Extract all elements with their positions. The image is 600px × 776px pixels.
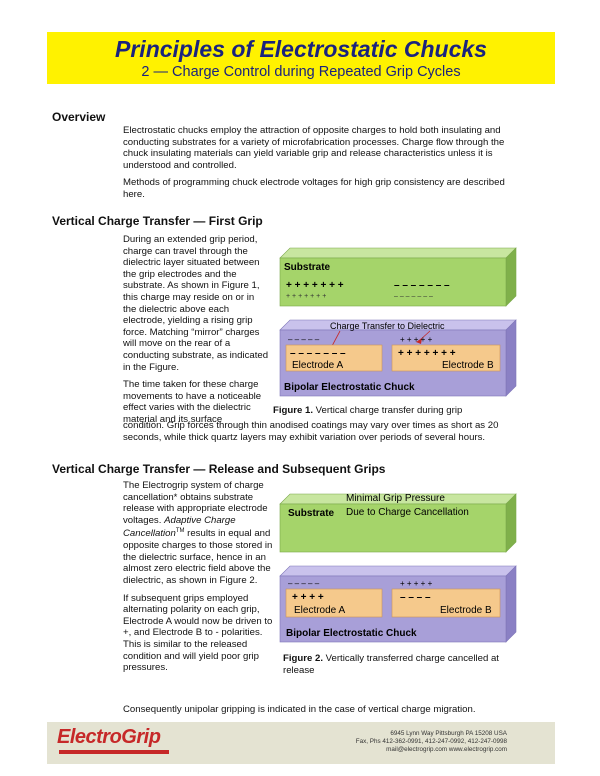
fig1-electrode-b-charges: + + + + + + +	[398, 348, 456, 359]
fig1-sub-minus-row: – – – – – – –	[394, 280, 450, 291]
fig1-substrate-side	[505, 247, 517, 307]
fig1-arrowhead-b	[416, 338, 422, 344]
figure-1-caption: Figure 1. Vertical charge transfer durin…	[273, 405, 533, 417]
section2-text: The Electrogrip system of charge cancell…	[123, 480, 273, 680]
section1-heading: Vertical Charge Transfer — First Grip	[52, 214, 263, 228]
section2-para-1: The Electrogrip system of charge cancell…	[123, 480, 273, 587]
section2-para-1-emph: Adaptive Charge Cancellation	[123, 514, 236, 540]
page-title: Principles of Electrostatic Chucks	[115, 36, 487, 62]
fig2-annotation-1: Minimal Grip Pressure	[346, 493, 445, 504]
overview-para-2: Methods of programming chuck electrode v…	[123, 177, 505, 200]
section2-para-2: If subsequent grips employed alternating…	[123, 592, 273, 674]
footer-address: 6945 Lynn Way Pittsburgh PA 15208 USA Fa…	[356, 730, 507, 754]
fig1-substrate-top	[279, 247, 517, 259]
fig1-sub-plus-small: + + + + + + +	[286, 293, 326, 300]
fig2-diel-plus: + + + + +	[400, 579, 433, 588]
fig1-sub-plus-row: + + + + + + +	[286, 280, 344, 291]
fig1-chuck-side	[505, 319, 517, 397]
fig2-chuck-side	[505, 565, 517, 643]
fig2-electrode-a-label: Electrode A	[294, 605, 345, 616]
fig1-electrode-a-label: Electrode A	[292, 360, 343, 371]
figure-1-caption-label: Figure 1.	[273, 405, 313, 416]
fig1-chuck-label: Bipolar Electrostatic Chuck	[284, 382, 415, 393]
fig1-sub-minus-small: – – – – – – –	[394, 293, 433, 300]
fig2-chuck-top	[279, 565, 517, 577]
electrogrip-logo: ElectroGrip	[57, 726, 161, 748]
section1-text: During an extended grip period, charge c…	[123, 234, 269, 432]
section2-para-1b: results in equal and opposite charges to…	[123, 528, 273, 586]
section1-para-1: During an extended grip period, charge c…	[123, 234, 269, 373]
fig1-diel-minus: – – – – –	[288, 335, 320, 344]
fig2-annotation-2: Due to Charge Cancellation	[346, 507, 469, 518]
section2-heading: Vertical Charge Transfer — Release and S…	[52, 462, 386, 476]
fig1-electrode-b	[391, 344, 501, 372]
figure-1-caption-text: Vertical charge transfer during grip	[315, 405, 463, 416]
figure-2-caption-text: Vertically transferred charge cancelled …	[283, 653, 499, 676]
fig1-annotation: Charge Transfer to Dielectric	[330, 321, 445, 331]
fig2-electrode-b-label: Electrode B	[440, 605, 492, 616]
fig1-diel-plus: + + + + +	[400, 335, 433, 344]
fig2-electrode-a	[285, 588, 383, 618]
fig2-diel-minus: – – – – –	[288, 579, 320, 588]
fig1-electrode-a	[285, 344, 383, 372]
fig1-electrode-a-charges: – – – – – – –	[290, 348, 346, 359]
page-subtitle: 2 — Charge Control during Repeated Grip …	[141, 64, 461, 80]
overview-para-1: Electrostatic chucks employ the attracti…	[123, 125, 505, 171]
fig1-arrow-a	[331, 330, 341, 347]
conclusion-text: Consequently unipolar gripping is indica…	[123, 704, 476, 715]
fig1-substrate-label: Substrate	[284, 262, 331, 273]
fig2-electrode-a-charges: + + + +	[292, 592, 324, 603]
fig2-substrate-label: Substrate	[288, 508, 335, 519]
section2-para-1a: The Electrogrip system of charge cancell…	[123, 480, 268, 526]
address-line-1: 6945 Lynn Way Pittsburgh PA 15208 USA	[390, 730, 507, 737]
figure-2: Minimal Grip Pressure Due to Charge Canc…	[279, 493, 517, 643]
title-banner: Principles of Electrostatic Chucks 2 — C…	[47, 32, 555, 84]
fig2-substrate-front	[279, 503, 507, 553]
address-line-2: Fax, Phs 412-362-0991, 412-247-0992, 412…	[355, 738, 507, 745]
address-line-3: mail@electrogrip.com www.electrogrip.com	[386, 746, 507, 753]
overview-text: Electrostatic chucks employ the attracti…	[123, 125, 518, 207]
figure-1: Substrate + + + + + + + – – – – – – – + …	[279, 247, 517, 397]
footer: ElectroGrip 6945 Lynn Way Pittsburgh PA …	[47, 722, 555, 764]
figure-2-caption: Figure 2. Vertically transferred charge …	[283, 653, 533, 677]
fig2-chuck-label: Bipolar Electrostatic Chuck	[286, 628, 417, 639]
fig2-electrode-b	[391, 588, 501, 618]
section1-para-2: The time taken for these charge movement…	[123, 379, 262, 425]
fig2-electrode-b-charges: – – – –	[400, 592, 431, 603]
fig1-substrate-front	[279, 257, 507, 307]
section1-para-2-cont: condition. Grip forces through thin anod…	[123, 420, 499, 443]
fig1-electrode-b-label: Electrode B	[442, 360, 494, 371]
fig2-substrate-side	[505, 493, 517, 553]
section2-trademark: TM	[175, 528, 185, 535]
overview-heading: Overview	[52, 110, 106, 124]
figure-2-caption-label: Figure 2.	[283, 653, 323, 664]
logo-underline	[59, 750, 169, 754]
